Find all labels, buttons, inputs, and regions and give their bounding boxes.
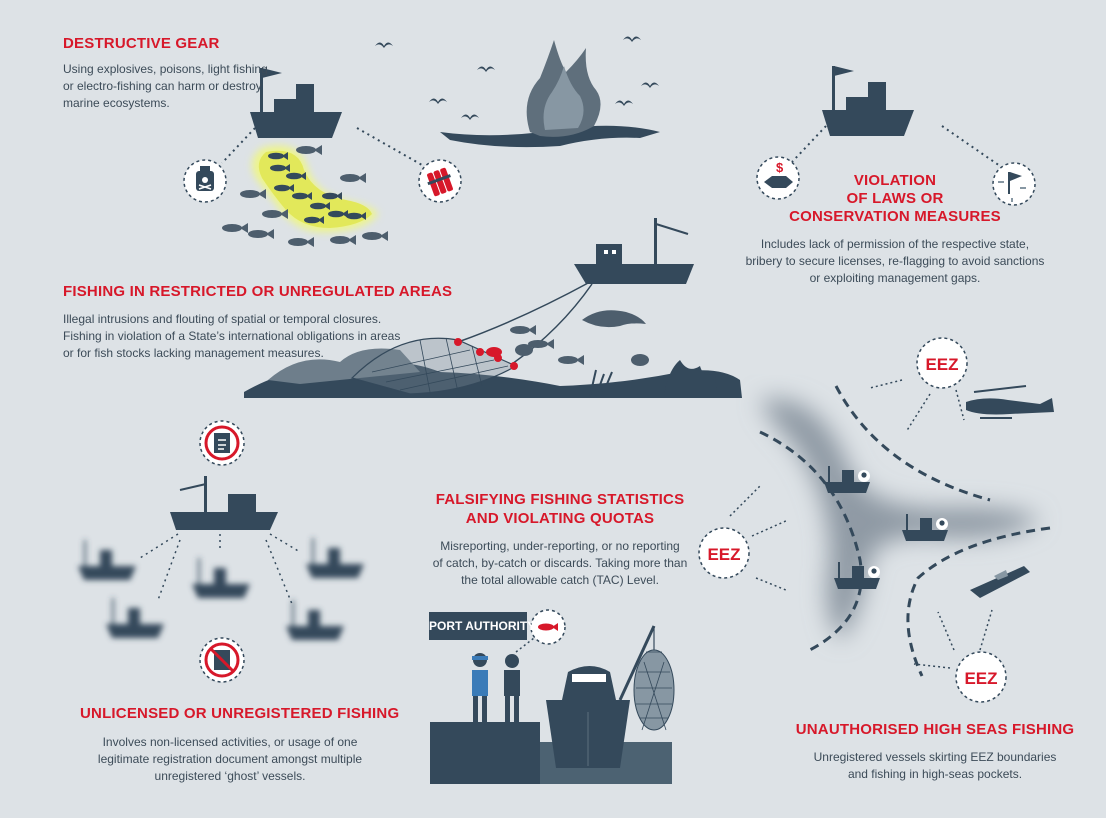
description-line: marine ecosystems. — [63, 96, 170, 110]
description-line: or electro-fishing can harm or destroy — [63, 79, 262, 93]
description-line: Includes lack of permission of the respe… — [760, 237, 1030, 251]
unlicensed-description: Involves non-licensed activities, or usa… — [80, 734, 380, 785]
description-line: Misreporting, under-reporting, or no rep… — [440, 539, 680, 553]
title-line: FALSIFYING FISHING STATISTICS — [435, 491, 685, 508]
violation-block: VIOLATION OF LAWS OR CONSERVATION MEASUR… — [735, 172, 1055, 287]
description-line: Illegal intrusions and flouting of spati… — [63, 312, 382, 326]
port-ship-bow — [546, 625, 656, 768]
high-seas-block: UNAUTHORISED HIGH SEAS FISHING Unregiste… — [790, 720, 1080, 783]
title-line: VIOLATION — [853, 172, 937, 189]
title-line: CONSERVATION MEASURES — [789, 208, 1001, 225]
violation-description: Includes lack of permission of the respe… — [735, 236, 1055, 287]
eez-label-top: EEZ — [925, 355, 958, 374]
unlicensed-title: UNLICENSED OR UNREGISTERED FISHING — [80, 705, 400, 722]
seabed — [244, 348, 742, 398]
illuminated-fish-school — [252, 145, 378, 233]
eez-boundaries — [759, 385, 1051, 677]
description-line: legitimate registration document amongst… — [97, 752, 363, 766]
gear-dotted-links — [221, 127, 423, 166]
violation-ship — [822, 66, 914, 136]
eez-marker-left: EEZ — [698, 527, 750, 579]
description-line: Using explosives, poisons, light fishing — [63, 62, 268, 76]
unlicensed-block: UNLICENSED OR UNREGISTERED FISHING Invol… — [80, 704, 400, 785]
ghost-vessels — [78, 538, 364, 640]
restricted-areas-description: Illegal intrusions and flouting of spati… — [63, 311, 452, 362]
license-document-icon — [199, 420, 245, 466]
poison-bottle-icon — [183, 159, 227, 203]
inspectors — [472, 653, 520, 722]
description-line: Fishing in violation of a State’s intern… — [63, 329, 401, 343]
description-line: and fishing in high-seas pockets. — [847, 767, 1023, 781]
description-line: the total allowable catch (TAC) Level. — [461, 573, 659, 587]
eez-arrows — [729, 379, 993, 669]
destructive-gear-title: DESTRUCTIVE GEAR — [63, 35, 220, 52]
title-line: AND VIOLATING QUOTAS — [465, 510, 655, 527]
bribe-handshake-icon: $ — [756, 156, 800, 200]
description-line: Involves non-licensed activities, or usa… — [102, 735, 358, 749]
falsifying-description: Misreporting, under-reporting, or no rep… — [420, 538, 700, 589]
violation-dotted-links — [791, 125, 1001, 167]
trawl-lines — [457, 281, 593, 365]
dynamite-icon — [418, 159, 462, 203]
falsifying-block: FALSIFYING FISHING STATISTICS AND VIOLAT… — [420, 490, 700, 589]
violation-title: VIOLATION OF LAWS OR CONSERVATION MEASUR… — [735, 172, 1055, 226]
description-line: or exploiting management gaps. — [809, 271, 981, 285]
description-line: bribery to secure licenses, re-flagging … — [745, 254, 1045, 268]
high-seas-title: UNAUTHORISED HIGH SEAS FISHING — [795, 721, 1075, 738]
description-line: or for fish stocks lacking management me… — [63, 346, 324, 360]
description-line: Unregistered vessels skirting EEZ bounda… — [813, 750, 1057, 764]
destructive-gear-description: Using explosives, poisons, light fishing… — [63, 61, 268, 112]
eez-label-left: EEZ — [707, 545, 740, 564]
eez-label-bottom: EEZ — [964, 669, 997, 688]
helicopter — [966, 385, 1054, 419]
eez-marker-top: EEZ — [916, 337, 968, 389]
sea-life — [510, 310, 720, 397]
no-license-icon — [199, 637, 245, 683]
high-seas-description: Unregistered vessels skirting EEZ bounda… — [790, 749, 1080, 783]
explosion — [375, 36, 660, 148]
catch-net — [633, 649, 675, 731]
high-seas-pocket — [760, 398, 1040, 640]
restricted-areas-block: FISHING IN RESTRICTED OR UNREGULATED ARE… — [63, 282, 452, 362]
destructive-gear-block: DESTRUCTIVE GEAR Using explosives, poiso… — [63, 34, 268, 112]
ghost-links — [139, 533, 301, 605]
main-registered-ship — [170, 476, 278, 530]
red-fish-icon — [530, 609, 566, 645]
port-scene — [430, 609, 675, 784]
dollar-sign: $ — [776, 160, 784, 175]
reflag-icon — [992, 162, 1036, 206]
port-authority-label: PORT AUTHORITY — [429, 612, 535, 640]
description-line: of catch, by-catch or discards. Taking m… — [432, 556, 688, 570]
falsifying-title: FALSIFYING FISHING STATISTICS AND VIOLAT… — [420, 490, 700, 528]
patrol-boat — [970, 566, 1030, 598]
trawl-net — [350, 337, 518, 395]
eez-marker-bottom: EEZ — [955, 651, 1007, 703]
title-line: OF LAWS OR — [846, 190, 944, 207]
restricted-areas-title: FISHING IN RESTRICTED OR UNREGULATED ARE… — [63, 283, 453, 300]
description-line: unregistered ‘ghost’ vessels. — [154, 769, 306, 783]
trawler-ship — [574, 218, 694, 284]
